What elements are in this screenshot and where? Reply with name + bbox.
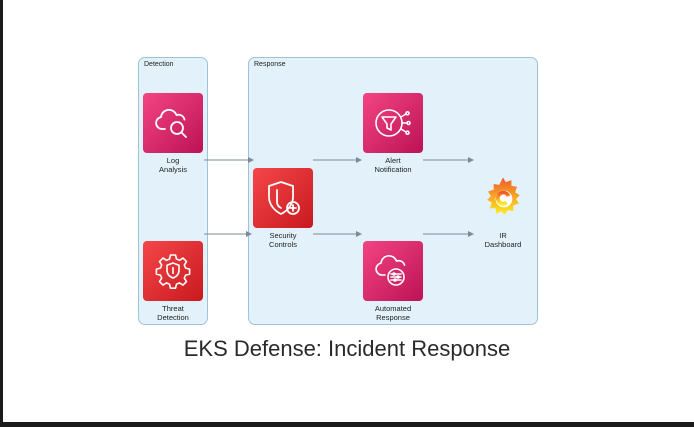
frame-left-border: [0, 0, 3, 427]
log-analysis-label: Log Analysis: [128, 156, 218, 174]
gear-shield-icon: [155, 254, 191, 289]
cloud-magnifier-icon: [155, 108, 187, 138]
automated-response-label: Automated Response: [348, 304, 438, 322]
ir-dashboard-node: [473, 168, 533, 228]
automated-response-label-line1: Automated: [374, 304, 412, 313]
frame-bottom-border: [0, 422, 694, 427]
threat-detection-label-line1: Threat: [162, 304, 184, 313]
threat-detection-node: [143, 241, 203, 301]
automated-response-node: [363, 241, 423, 301]
alert-notification-label-line1: Alert: [385, 156, 401, 165]
shield-plus-icon: [268, 181, 300, 215]
ir-dashboard-label-line2: Dashboard: [484, 240, 522, 249]
security-controls-label: Security Controls: [238, 231, 328, 249]
alert-notification-node: [363, 93, 423, 153]
log-analysis-node: [143, 93, 203, 153]
alert-notification-label-line2: Notification: [374, 165, 412, 174]
threat-detection-label-line2: Detection: [157, 313, 189, 322]
cloud-automation-icon: [375, 255, 406, 286]
funnel-notification-icon: [375, 109, 411, 137]
cluster-response-label: Response: [254, 61, 286, 68]
ir-dashboard-label-line1: IR: [499, 231, 507, 240]
diagram-title: EKS Defense: Incident Response: [183, 336, 511, 361]
alert-notification-label: Alert Notification: [348, 156, 438, 174]
log-analysis-label-line2: Analysis: [159, 165, 187, 174]
grafana-logo-icon: [487, 177, 520, 215]
security-controls-node: [253, 168, 313, 228]
cluster-detection-label: Detection: [144, 61, 174, 68]
security-controls-label-line1: Security: [269, 231, 297, 240]
log-analysis-label-line1: Log: [166, 156, 180, 165]
threat-detection-label: Threat Detection: [128, 304, 218, 322]
ir-dashboard-label: IR Dashboard: [458, 231, 548, 249]
automated-response-label-line2: Response: [376, 313, 410, 322]
security-controls-label-line2: Controls: [269, 240, 297, 249]
